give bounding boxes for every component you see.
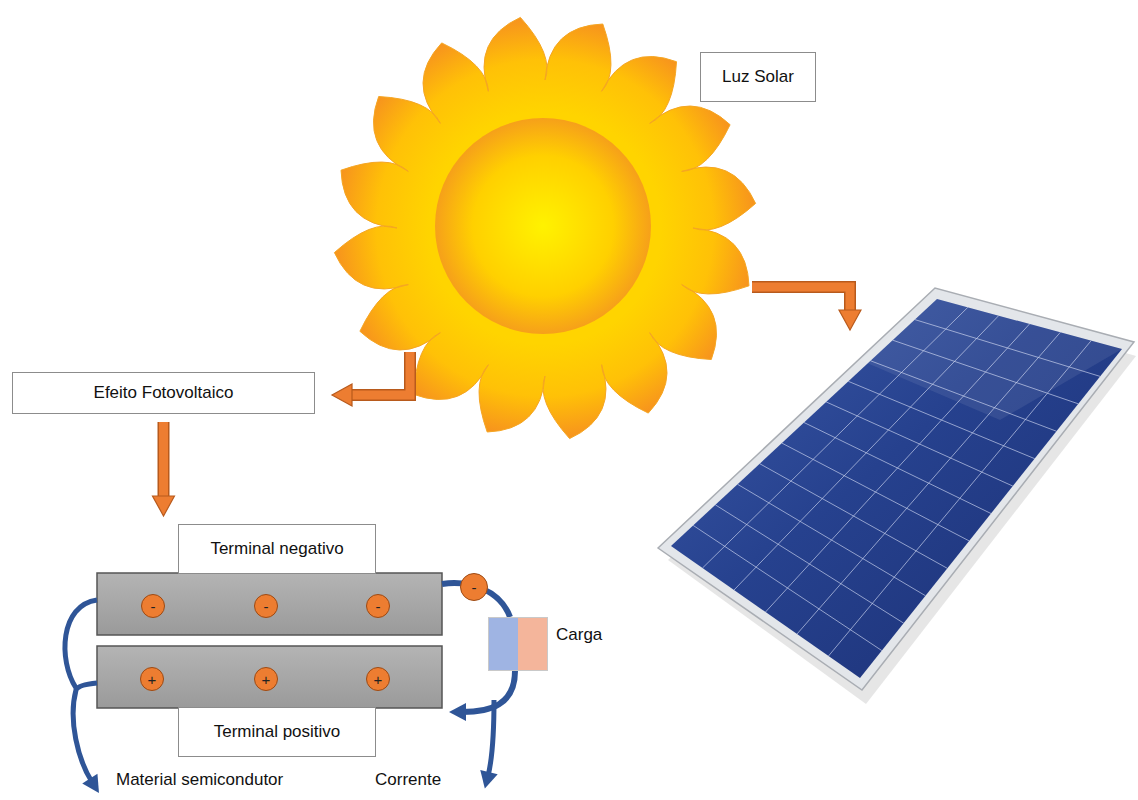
charge-circle: -: [366, 594, 390, 618]
part-label: Material semicondutor: [116, 770, 283, 790]
charge-sign: -: [472, 580, 477, 595]
solar-panel: [658, 288, 1136, 704]
charge-sign: +: [374, 672, 383, 687]
semiconductor-bar: [97, 646, 442, 708]
charge-sign: -: [376, 599, 381, 614]
charge-circle: +: [254, 667, 278, 691]
charge-sign: +: [262, 672, 271, 687]
node-text: Luz Solar: [722, 67, 794, 87]
panel-frame: [658, 288, 1134, 690]
flow-label: Corrente: [375, 770, 441, 790]
arrow-outline: [158, 422, 170, 496]
wire: [65, 600, 97, 688]
charge-circle: +: [366, 667, 390, 691]
orange-arrow: [752, 287, 850, 310]
title-box: Luz Solar: [700, 52, 816, 102]
charge-circle: -: [254, 594, 278, 618]
charge-circle: +: [140, 667, 164, 691]
sun: [334, 17, 755, 438]
node-text: Carga: [556, 625, 602, 645]
semiconductor-bar: [97, 573, 442, 635]
charge-circle: -: [141, 594, 165, 618]
panel-glare: [860, 299, 1122, 420]
arrow-outline: [352, 352, 410, 395]
process-box: Efeito Fotovoltaico: [12, 372, 315, 414]
wire: [462, 671, 515, 712]
panel-shadow: [668, 300, 1136, 704]
terminal-label: Terminal negativo: [178, 524, 376, 574]
load-symbol: Carga: [488, 617, 548, 671]
arrow-body: [159, 422, 168, 496]
node-text: Terminal negativo: [210, 539, 343, 559]
wire: [73, 683, 97, 782]
orange-arrow: [352, 352, 410, 395]
charge-sign: +: [148, 672, 157, 687]
charge-sign: -: [151, 599, 156, 614]
flow-arrow: [163, 422, 164, 496]
sun-flames: [334, 17, 755, 438]
arrow-outline: [752, 287, 850, 310]
charge-circle: -: [460, 573, 488, 601]
panel-cells: [671, 299, 1122, 678]
node-text: Efeito Fotovoltaico: [94, 383, 234, 403]
sun-disc: [435, 118, 651, 334]
wire: [488, 700, 494, 776]
terminal-label: Terminal positivo: [178, 707, 376, 757]
charge-sign: -: [264, 599, 269, 614]
node-text: Terminal positivo: [214, 722, 341, 742]
